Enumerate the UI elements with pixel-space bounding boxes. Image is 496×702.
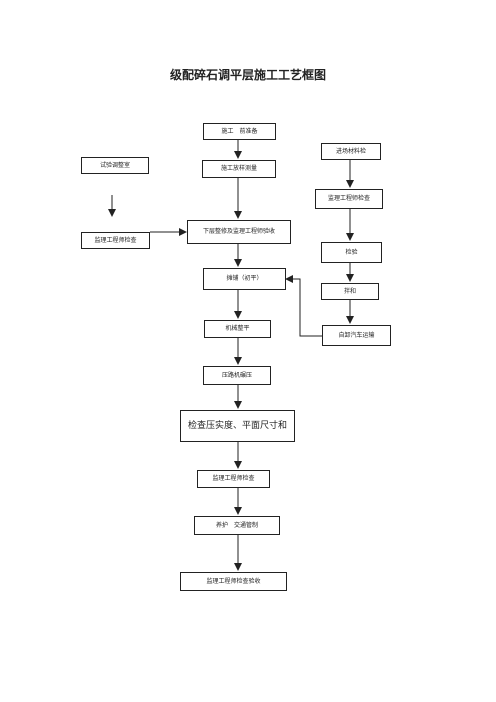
compaction-check-box: 检查压实度、平面尺寸和 — [180, 410, 295, 442]
arrow-b11-b9 — [285, 275, 322, 337]
supervisor-check-box-right: 监理工程师检查 — [315, 189, 383, 209]
supervisor-check-box-left: 监理工程师检查 — [81, 232, 150, 249]
curing-box: 养护 交通管制 — [194, 516, 280, 535]
subbase-acceptance-box: 下层整修及监理工程师验收 — [187, 220, 291, 244]
supervisor-check-box-center: 监理工程师检查 — [197, 470, 270, 488]
final-acceptance-box: 监理工程师检查验收 — [180, 572, 287, 591]
lab-box: 试验调整室 — [81, 157, 149, 174]
survey-box: 施工放样测量 — [202, 160, 276, 178]
prep-box: 施工 前准备 — [203, 123, 276, 140]
paving-box: 摊铺（初平） — [203, 268, 286, 290]
material-inspection-box: 进场材料检 — [321, 143, 381, 160]
testing-box: 检验 — [321, 242, 382, 263]
truck-transport-box: 自卸汽车运输 — [322, 325, 391, 346]
mixing-box: 拌和 — [321, 283, 379, 300]
diagram-title: 级配碎石调平层施工工艺框图 — [169, 68, 326, 82]
leveling-box: 机械整平 — [204, 320, 271, 338]
rolling-box: 压路机碾压 — [203, 366, 271, 385]
